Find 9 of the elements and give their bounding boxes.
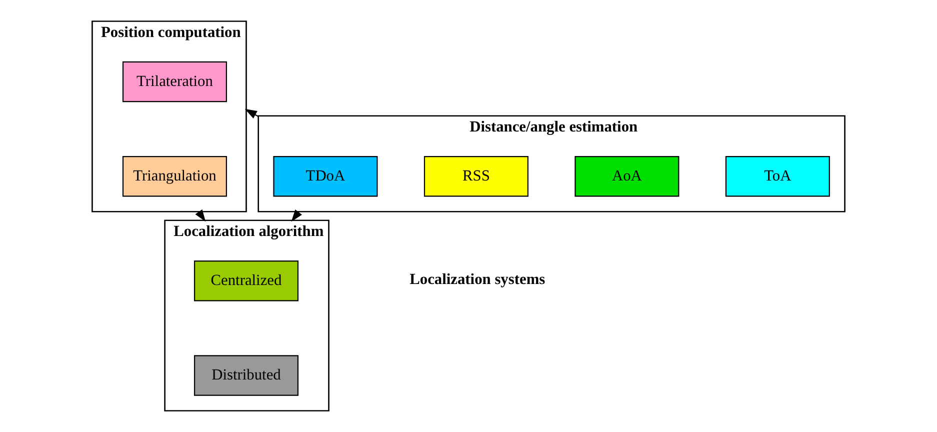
node-box: AoA (574, 156, 680, 197)
node-box: RSS (424, 156, 528, 197)
label: Localization systems (410, 270, 546, 288)
node-box: Centralized (194, 260, 298, 302)
node-box: Trilateration (122, 61, 227, 102)
node-box: Triangulation (122, 156, 227, 197)
node-box: ToA (725, 156, 830, 197)
node-box: TDoA (273, 156, 378, 197)
node-box: Distributed (194, 355, 298, 396)
